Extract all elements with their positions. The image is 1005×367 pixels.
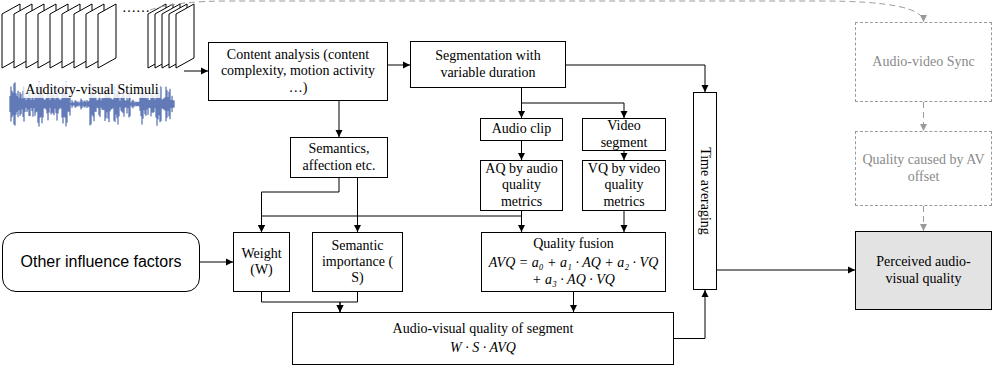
node-title: Other influence factors <box>21 253 182 271</box>
arrow-connector <box>923 102 924 131</box>
arrow-connector <box>388 65 410 66</box>
video-frame <box>98 4 116 68</box>
node-title: Segmentation with variable duration <box>415 48 561 80</box>
node-title: Audio-visual quality of segment <box>393 321 574 337</box>
arrow-connector <box>624 211 625 232</box>
arrow-connector <box>522 88 625 118</box>
output-box: Perceived audio-visual quality <box>855 231 992 310</box>
arrow-connector <box>521 141 522 160</box>
audio-waveform <box>10 81 174 126</box>
node-title: Audio-video Sync <box>872 54 974 70</box>
arrow-connector <box>339 101 340 137</box>
process-box: Audio clip <box>480 118 563 141</box>
node-formula: AVQ = a₀ + a₁ · AQ + a₂ · VQ + a₃ · AQ ·… <box>486 255 661 287</box>
node-formula: W · S · AVQ <box>450 340 516 356</box>
node-title: Semantics, affection etc. <box>295 141 383 173</box>
arrow-connector <box>624 151 625 160</box>
arrow-connector <box>566 65 705 92</box>
process-box: Segmentation with variable duration <box>410 41 566 88</box>
node-title: Auditory-visual Stimuli <box>23 82 160 98</box>
process-box: Semantic importance ( S) <box>312 232 403 292</box>
node-title: Semantic importance ( S) <box>317 238 398 286</box>
process-box: Quality caused by AV offset <box>855 131 992 206</box>
arrow-connector <box>573 292 574 312</box>
node-title: Perceived audio-visual quality <box>860 254 987 286</box>
node-title: Quality fusion <box>533 236 614 252</box>
process-box: AQ by audio quality metrics <box>480 160 563 211</box>
node-title: Audio clip <box>492 121 552 137</box>
process-box: Video segment <box>582 118 666 151</box>
process-box: Semantics, affection etc. <box>290 137 388 178</box>
process-box: Content analysis (content complexity, mo… <box>208 42 388 101</box>
process-box: Quality fusionAVQ = a₀ + a₁ · AQ + a₂ · … <box>481 232 666 292</box>
node-title: Content analysis (content complexity, mo… <box>213 47 383 95</box>
process-box: Audio-visual quality of segment W · S · A… <box>292 312 674 365</box>
node-title: Quality caused by AV offset <box>860 152 987 184</box>
ellipsis-label: …… <box>122 0 150 16</box>
node-title: Weight (W) <box>238 246 285 278</box>
arrow-connector <box>184 71 208 72</box>
node-title: VQ by video quality metrics <box>587 161 661 209</box>
process-bar: Time averaging <box>693 92 717 290</box>
node-title: Time averaging <box>697 147 713 235</box>
arrow-connector <box>262 211 522 232</box>
arrow-connector <box>340 292 358 312</box>
process-box: Audio-video Sync <box>855 22 992 102</box>
arrow-connector <box>923 206 924 231</box>
process-box: VQ by video quality metrics <box>582 160 666 211</box>
arrow-connector <box>150 1 924 22</box>
arrow-connector <box>262 292 341 312</box>
arrow-connector <box>262 178 340 232</box>
node-title: Video segment <box>587 118 661 150</box>
video-frame <box>176 4 194 68</box>
stimuli-node: Auditory-visual Stimuli <box>0 2 184 126</box>
arrow-connector <box>200 262 233 263</box>
input-box: Other influence factors <box>2 232 200 292</box>
process-box: Weight (W) <box>233 232 290 292</box>
arrow-connector <box>717 270 855 271</box>
arrow-connector <box>674 290 705 339</box>
arrow-connector <box>357 178 358 232</box>
node-title: AQ by audio quality metrics <box>485 161 558 209</box>
arrow-connector <box>521 211 522 232</box>
